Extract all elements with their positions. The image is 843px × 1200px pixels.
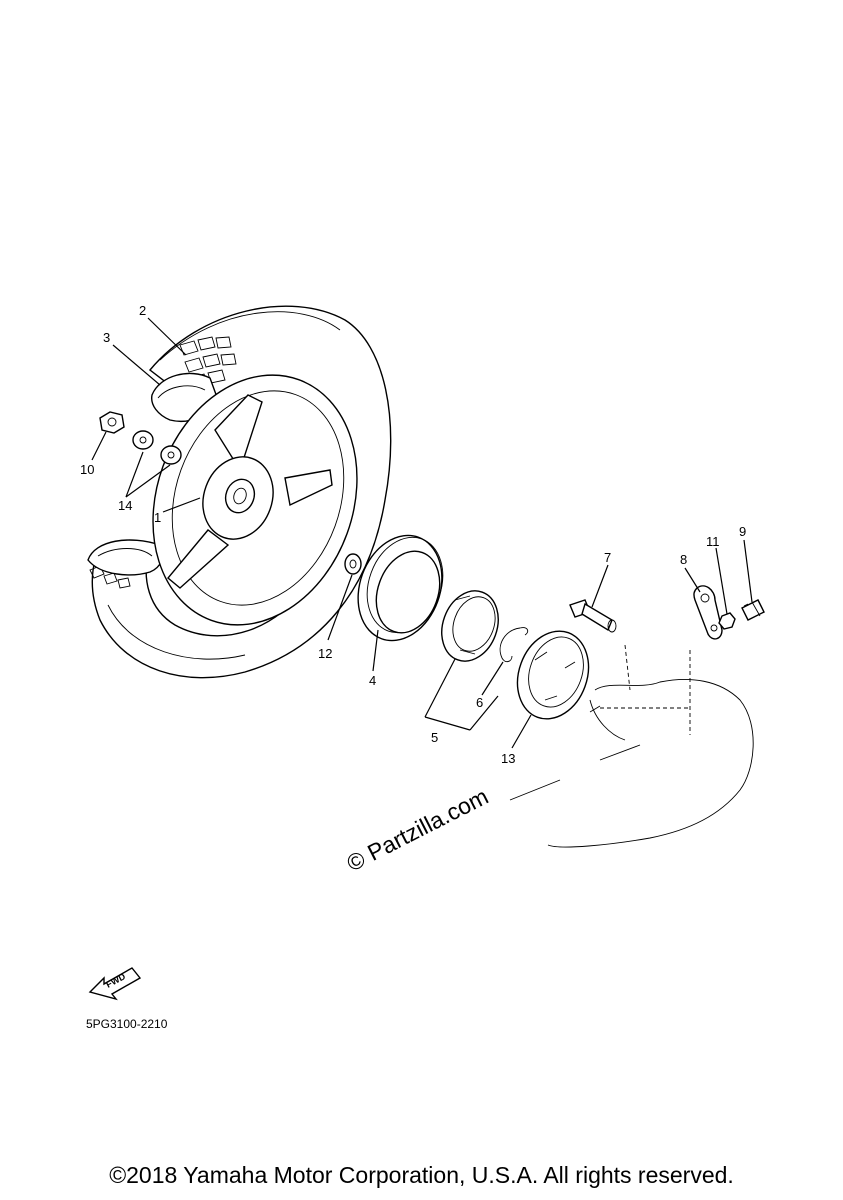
callout-9: 9 (739, 524, 746, 539)
brake-camshaft (569, 599, 617, 633)
brake-shoes (441, 590, 499, 662)
washer-b (160, 445, 182, 465)
callout-13: 13 (501, 751, 515, 766)
callout-1: 1 (154, 510, 161, 525)
brake-drum (357, 534, 444, 642)
engine-case-outline (509, 644, 754, 848)
spacer (344, 553, 362, 575)
callout-3: 3 (103, 330, 110, 345)
brake-panel (516, 630, 590, 720)
lever-bolt (741, 599, 765, 621)
callout-12: 12 (318, 646, 332, 661)
axle-nut (99, 411, 125, 434)
callout-11: 11 (706, 534, 720, 549)
callout-8: 8 (680, 552, 687, 567)
camshaft-lever (693, 585, 723, 640)
washer-a (132, 430, 154, 450)
callout-7: 7 (604, 550, 611, 565)
callout-10: 10 (80, 462, 94, 477)
callout-5: 5 (431, 730, 438, 745)
callout-labels: 2 3 1 10 14 12 4 5 6 13 7 8 11 9 (80, 303, 746, 766)
callout-6: 6 (476, 695, 483, 710)
callout-14: 14 (118, 498, 132, 513)
fwd-arrow-icon: FWD (88, 967, 142, 1001)
wheel (152, 374, 358, 626)
callout-4: 4 (369, 673, 376, 688)
shoe-spring (499, 627, 529, 663)
callout-2: 2 (139, 303, 146, 318)
copyright-notice: ©2018 Yamaha Motor Corporation, U.S.A. A… (109, 1162, 734, 1188)
part-code: 5PG3100-2210 (86, 1017, 168, 1031)
lever-nut (718, 612, 736, 630)
watermark: © Partzilla.com (342, 783, 492, 877)
leader-lines (91, 317, 753, 749)
